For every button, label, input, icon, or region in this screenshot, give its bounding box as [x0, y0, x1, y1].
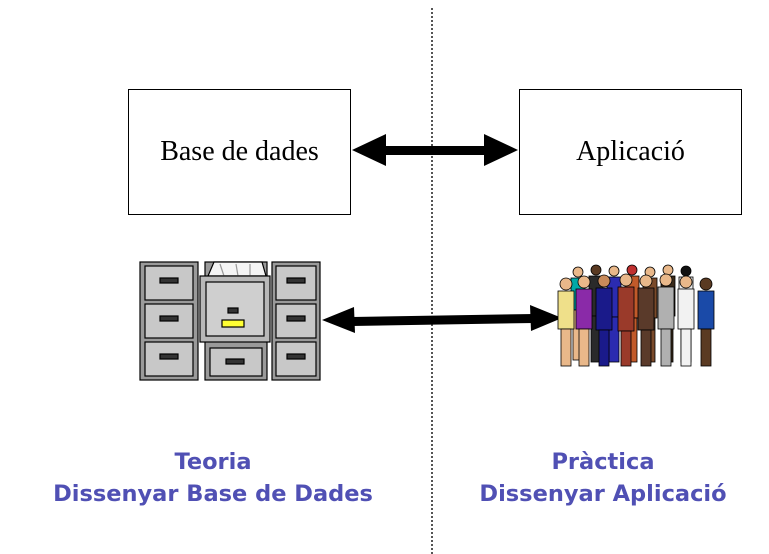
- bottom-double-arrow: [322, 305, 562, 333]
- design-database-label: Dissenyar Base de Dades: [53, 481, 373, 507]
- practice-title: Pràctica: [551, 449, 655, 475]
- application-box-label: Aplicació: [576, 136, 685, 167]
- center-divider: [431, 8, 433, 554]
- application-box: Aplicació: [519, 89, 742, 215]
- design-application-label: Dissenyar Aplicació: [479, 481, 727, 507]
- database-box-label: Base de dades: [160, 136, 319, 167]
- top-double-arrow: [352, 134, 518, 166]
- left-caption: Teoria Dissenyar Base de Dades: [0, 446, 426, 510]
- database-box: Base de dades: [128, 89, 351, 215]
- theory-title: Teoria: [174, 449, 252, 475]
- right-caption: Pràctica Dissenyar Aplicació: [437, 446, 769, 510]
